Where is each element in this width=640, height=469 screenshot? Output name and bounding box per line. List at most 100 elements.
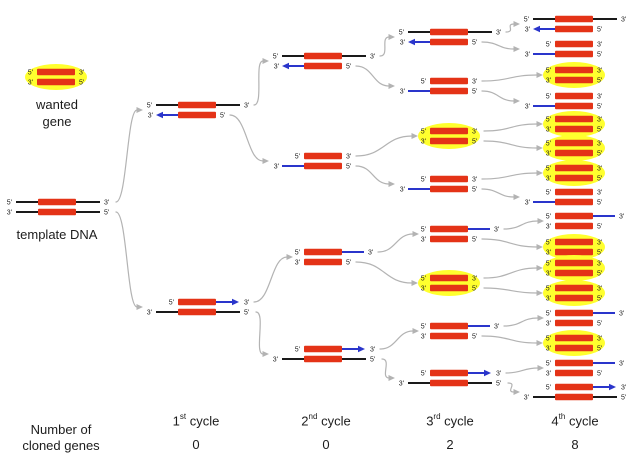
gene-segment-bar: [304, 258, 342, 266]
strand-end-label: 5': [546, 41, 551, 48]
dna-structure-mirrorMedium: 5'3'3'5': [421, 225, 499, 243]
strand-end-label: 5': [621, 394, 626, 401]
strand-end-label: 3': [28, 79, 33, 86]
connector-curve: [505, 367, 539, 374]
gene-segment-bar: [555, 334, 593, 342]
strand-end-label: 3': [274, 63, 279, 70]
primer-extension-right-arrow-icon: [609, 383, 616, 391]
cycle-2-label: 2nd cycle: [301, 412, 351, 429]
gene-segment-bar: [37, 68, 75, 76]
gene-segment-bar: [555, 25, 593, 33]
connector-arrowhead-icon: [513, 21, 520, 27]
gene-segment-bar: [555, 212, 593, 220]
gene-segment-bar: [430, 274, 468, 282]
strand-end-label: 3': [104, 199, 109, 206]
connector-arrowhead-icon: [536, 290, 543, 296]
strand-end-label: 3': [597, 165, 602, 172]
gene-segment-bar: [555, 248, 593, 256]
gene-segment-bar: [430, 28, 468, 36]
connector-arrowhead-icon: [412, 231, 419, 237]
strand-end-label: 3': [400, 88, 405, 95]
cloned-genes-row-label-line2: cloned genes: [22, 438, 100, 453]
strand-end-label: 3': [494, 323, 499, 330]
connector-curve: [505, 23, 515, 33]
gene-segment-bar: [430, 175, 468, 183]
cycle-4-column-footer: 4th cycle 8: [530, 412, 620, 452]
connector-curve: [379, 36, 390, 57]
strand-end-label: 5': [295, 249, 300, 256]
strand-end-label: 3': [619, 213, 624, 220]
strand-end-label: 3': [597, 335, 602, 342]
dna-structure-longTop: 5'3'3'5': [399, 28, 501, 46]
gene-segment-bar: [430, 235, 468, 243]
gene-segment-bar: [430, 332, 468, 340]
strand-end-label: 5': [169, 299, 174, 306]
connector-curve: [355, 261, 413, 284]
strand-end-label: 3': [546, 370, 551, 377]
strand-end-label: 5': [79, 79, 84, 86]
strand-end-label: 3': [597, 41, 602, 48]
cloned-genes-row-label-line1: Number of: [30, 422, 92, 437]
cycle-3-cloned-count: 2: [446, 437, 454, 453]
strand-end-label: 3': [346, 153, 351, 160]
gene-segment-bar: [430, 38, 468, 46]
strand-end-label: 3': [546, 270, 551, 277]
gene-segment-bar: [430, 225, 468, 233]
strand-end-label: 3': [597, 140, 602, 147]
connector-curve: [483, 123, 538, 132]
strand-end-label: 5': [597, 150, 602, 157]
wanted-gene-highlight-ellipse: [543, 111, 605, 137]
gene-segment-bar: [555, 92, 593, 100]
gene-segment-bar: [555, 222, 593, 230]
gene-segment-bar: [37, 78, 75, 86]
gene-segment-bar: [555, 102, 593, 110]
strand-end-label: 3': [546, 126, 551, 133]
strand-end-label: 3': [525, 26, 530, 33]
gene-segment-bar: [555, 259, 593, 267]
gene-segment-bar: [555, 198, 593, 206]
dna-structure-mirrorMedium: 5'3'3'5': [546, 359, 624, 377]
strand-end-label: 3': [619, 360, 624, 367]
strand-end-label: 3': [621, 16, 626, 23]
strand-end-label: 3': [7, 209, 12, 216]
connector-arrowhead-icon: [537, 315, 544, 321]
connector-curve: [379, 330, 414, 350]
dna-structure-exact: 5'3'3'5': [543, 234, 605, 260]
gene-segment-bar: [555, 294, 593, 302]
strand-end-label: 3': [619, 310, 624, 317]
dna-structure-longTop: 5'3'3'5': [524, 15, 626, 33]
gene-segment-bar: [178, 101, 216, 109]
dna-structure-longBottom: 5'3'3'5': [147, 298, 249, 316]
primer-extension-left-arrow-icon: [156, 111, 163, 119]
strand-end-label: 5': [597, 26, 602, 33]
connector-arrowhead-icon: [536, 121, 543, 127]
gene-segment-bar: [555, 40, 593, 48]
gene-segment-bar: [555, 369, 593, 377]
strand-end-label: 3': [525, 199, 530, 206]
dna-structure-mirrorMedium: 5'3'3'5': [295, 248, 373, 266]
strand-end-label: 5': [472, 88, 477, 95]
strand-end-label: 5': [28, 69, 33, 76]
gene-segment-bar: [430, 137, 468, 145]
gene-segment-bar: [555, 66, 593, 74]
strand-end-label: 5': [421, 78, 426, 85]
connector-arrowhead-icon: [536, 265, 543, 271]
wanted-gene-highlight-ellipse: [25, 64, 87, 90]
gene-segment-bar: [555, 383, 593, 391]
wanted-gene-highlight-ellipse: [543, 160, 605, 186]
strand-end-label: 5': [421, 128, 426, 135]
gene-segment-bar: [430, 284, 468, 292]
wanted-gene-highlight-ellipse: [543, 255, 605, 281]
strand-end-label: 3': [597, 116, 602, 123]
strand-end-label: 5': [597, 295, 602, 302]
cycle-2-cloned-count: 0: [322, 437, 330, 453]
strand-end-label: 5': [546, 213, 551, 220]
strand-end-label: 5': [295, 346, 300, 353]
connector-arrowhead-icon: [536, 145, 543, 151]
gene-segment-bar: [430, 369, 468, 377]
strand-end-label: 3': [546, 320, 551, 327]
strand-end-label: 3': [525, 103, 530, 110]
connector-arrowhead-icon: [136, 107, 143, 113]
cycle-1-label: 1st cycle: [172, 412, 220, 429]
